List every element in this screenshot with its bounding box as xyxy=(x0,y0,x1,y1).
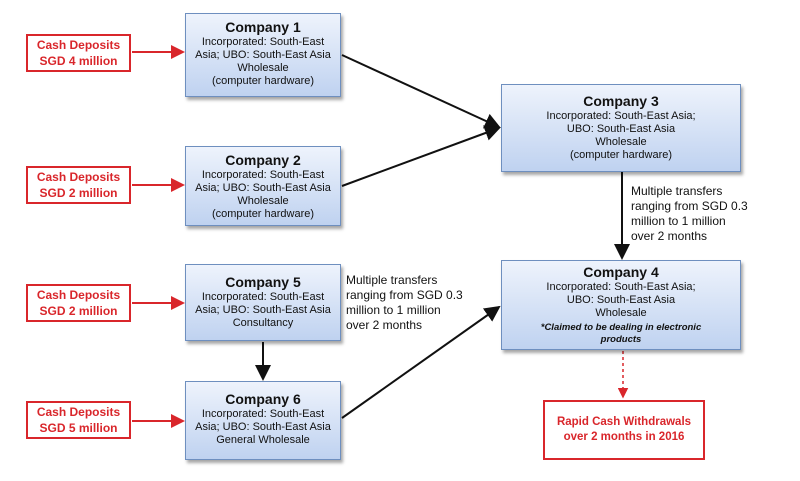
transfer-label-line: Multiple transfers xyxy=(631,184,723,198)
company-3-box: Company 3 Incorporated: South-East Asia;… xyxy=(501,84,741,172)
cash-withdrawal-box: Rapid Cash Withdrawals over 2 months in … xyxy=(543,400,705,460)
withdrawal-line-2: over 2 months in 2016 xyxy=(563,431,685,443)
transfer-label-line: over 2 months xyxy=(346,318,423,332)
business-detail: (computer hardware) xyxy=(211,75,315,87)
business-type: Wholesale xyxy=(237,62,289,74)
incorporation: Incorporated: South-East xyxy=(201,408,325,420)
arrow-c1-c3 xyxy=(341,54,501,129)
business-detail: (computer hardware) xyxy=(569,149,673,161)
ubo: UBO: South-East Asia xyxy=(566,294,676,306)
transfer-label-line: Multiple transfers xyxy=(346,273,438,287)
company-name: Company 5 xyxy=(225,274,301,290)
transfer-label-c5-c6: Multiple transfers ranging from SGD 0.3 … xyxy=(346,273,463,333)
deposit-label: Cash Deposits xyxy=(36,170,121,184)
company-name: Company 3 xyxy=(583,93,659,109)
incorporation: Incorporated: South-East Asia; xyxy=(546,110,696,122)
company-2-box: Company 2 Incorporated: South-East Asia;… xyxy=(185,146,341,226)
claim-note-line-2: products xyxy=(600,334,642,345)
ubo: Asia; UBO: South-East Asia xyxy=(195,49,331,61)
cash-deposit-box-1: Cash Deposits SGD 4 million xyxy=(26,34,131,72)
company-6-box: Company 6 Incorporated: South-East Asia;… xyxy=(185,381,341,460)
business-type: Wholesale xyxy=(595,136,647,148)
cash-deposit-box-3: Cash Deposits SGD 2 million xyxy=(26,284,131,322)
claim-note: *Claimed to be dealing in electronic pro… xyxy=(502,322,740,346)
deposit-amount: SGD 4 million xyxy=(39,54,118,68)
ubo: UBO: South-East Asia xyxy=(566,123,676,135)
business-detail: (computer hardware) xyxy=(211,208,315,220)
business-type: Wholesale xyxy=(237,195,289,207)
incorporation: Incorporated: South-East xyxy=(201,169,325,181)
business-type: Wholesale xyxy=(595,307,647,319)
ubo: Asia; UBO: South-East Asia xyxy=(195,304,331,316)
deposit-label: Cash Deposits xyxy=(36,38,121,52)
company-name: Company 1 xyxy=(225,19,301,35)
transfer-label-c3-c4: Multiple transfers ranging from SGD 0.3 … xyxy=(631,184,748,244)
transfer-label-line: over 2 months xyxy=(631,229,708,243)
incorporation: Incorporated: South-East Asia; xyxy=(546,281,696,293)
claim-note-line-1: *Claimed to be dealing in electronic xyxy=(540,322,702,333)
deposit-amount: SGD 2 million xyxy=(39,186,118,200)
company-4-box: Company 4 Incorporated: South-East Asia;… xyxy=(501,260,741,350)
cash-deposit-box-4: Cash Deposits SGD 5 million xyxy=(26,401,131,439)
incorporation: Incorporated: South-East xyxy=(201,36,325,48)
transfer-label-line: ranging from SGD 0.3 xyxy=(631,199,748,213)
cash-deposit-box-2: Cash Deposits SGD 2 million xyxy=(26,166,131,204)
withdrawal-line-1: Rapid Cash Withdrawals xyxy=(556,416,692,428)
transfer-label-line: million to 1 million xyxy=(346,303,441,317)
company-1-box: Company 1 Incorporated: South-East Asia;… xyxy=(185,13,341,97)
incorporation: Incorporated: South-East xyxy=(201,291,325,303)
arrow-c2-c3 xyxy=(341,125,501,187)
deposit-label: Cash Deposits xyxy=(36,405,121,419)
company-5-box: Company 5 Incorporated: South-East Asia;… xyxy=(185,264,341,341)
transfer-label-line: ranging from SGD 0.3 xyxy=(346,288,463,302)
company-name: Company 6 xyxy=(225,391,301,407)
business-type: General Wholesale xyxy=(216,434,310,446)
deposit-label: Cash Deposits xyxy=(36,288,121,302)
deposit-amount: SGD 5 million xyxy=(39,421,118,435)
ubo: Asia; UBO: South-East Asia xyxy=(195,421,331,433)
company-name: Company 4 xyxy=(583,264,659,280)
business-type: Consultancy xyxy=(232,317,294,329)
deposit-amount: SGD 2 million xyxy=(39,304,118,318)
transfer-label-line: million to 1 million xyxy=(631,214,726,228)
company-name: Company 2 xyxy=(225,152,301,168)
arrow-c6-c4 xyxy=(341,305,501,419)
ubo: Asia; UBO: South-East Asia xyxy=(195,182,331,194)
